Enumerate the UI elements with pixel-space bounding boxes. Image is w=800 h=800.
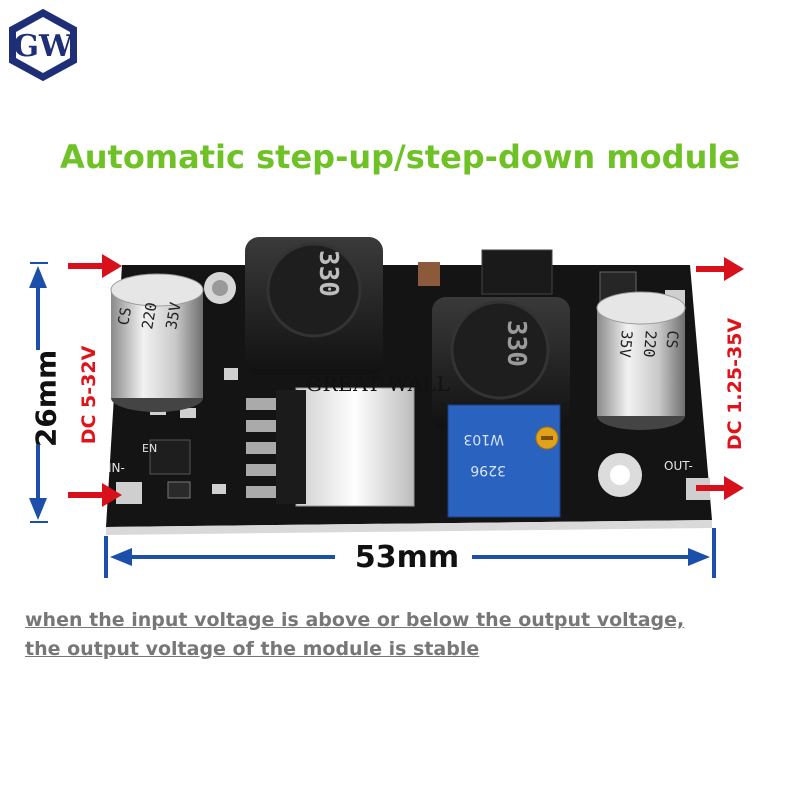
brand-logo: GW	[9, 8, 77, 82]
arrow-in-top	[68, 254, 122, 278]
height-label: 26mm	[29, 349, 63, 448]
svg-text:330: 330	[313, 250, 343, 297]
width-label: 53mm	[354, 540, 460, 575]
input-voltage-label: DC 5-32V	[78, 345, 100, 445]
board-brand-label: GREAT WALL	[306, 372, 451, 396]
svg-text:W103: W103	[463, 431, 504, 447]
svg-text:330: 330	[501, 320, 531, 367]
caption-line-2: the output voltage of the module is stab…	[25, 638, 480, 660]
inductor-right: 330	[432, 297, 570, 429]
arrow-out-top	[696, 257, 744, 281]
logo-text: GW	[13, 29, 74, 64]
output-voltage-label: DC 1.25-35V	[724, 317, 746, 451]
svg-text:220: 220	[138, 301, 160, 331]
pin-en-label: EN	[142, 442, 157, 455]
svg-text:35V: 35V	[162, 301, 184, 331]
capacitor-left: CS 220 35V	[110, 273, 204, 412]
description-caption: when the input voltage is above or below…	[25, 606, 795, 664]
page-title: Automatic step-up/step-down module	[59, 138, 741, 176]
pin-in-minus-label: IN-	[108, 461, 125, 475]
arrow-in-bottom	[68, 483, 122, 507]
capacitor-right: 35V 220 CS	[596, 291, 686, 430]
pin-out-minus-label: OUT-	[664, 459, 693, 473]
mosfet-heatsink	[246, 387, 415, 507]
potentiometer: W103 3296	[447, 404, 561, 518]
caption-line-1: when the input voltage is above or below…	[25, 609, 685, 631]
inductor-left: 330	[245, 237, 383, 375]
width-dimension	[104, 528, 716, 578]
arrow-out-bottom	[696, 476, 744, 500]
svg-text:220: 220	[640, 330, 660, 359]
svg-text:CS: CS	[662, 330, 682, 350]
height-dimension	[29, 262, 48, 523]
svg-text:3296: 3296	[470, 462, 506, 478]
svg-text:CS: CS	[114, 306, 135, 327]
svg-text:35V: 35V	[616, 330, 636, 359]
